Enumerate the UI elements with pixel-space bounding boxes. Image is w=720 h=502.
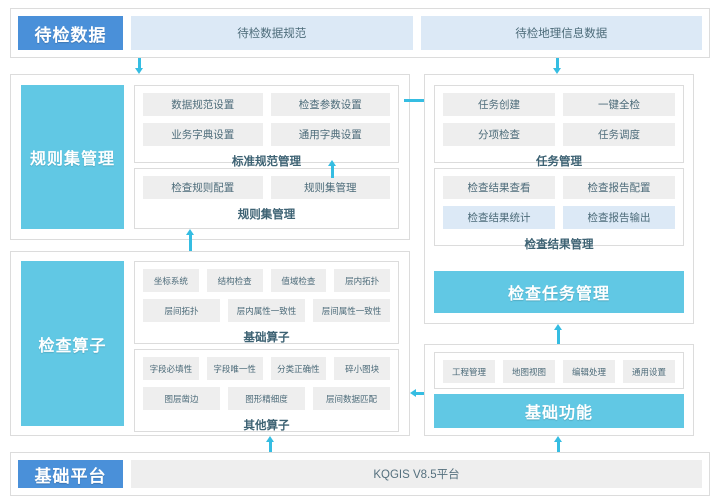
tile-ruleset-management[interactable]: 规则集管理 [270,176,390,199]
rules-category-block: 规则集管理 [21,85,124,229]
group-title-standard-spec: 标准规范管理 [232,156,301,168]
group-title-other-operators: 其他算子 [243,420,290,432]
tasks-group-task-management: 任务创建 一键全检 分项检查 任务调度 任务管理 [434,85,684,168]
group-title-ruleset: 规则集管理 [237,209,296,221]
tile-coordinate-system[interactable]: 坐标系统 [143,269,199,292]
operators-category-block: 检查算子 [21,261,124,426]
bottom-bar: 基础平台 KQGIS V8.5平台 [10,452,710,496]
group-title-task-management: 任务管理 [536,156,582,168]
bottom-bar-cell-platform[interactable]: KQGIS V8.5平台 [131,460,702,488]
tile-itemized-check[interactable]: 分项检查 [443,123,555,146]
tile-row: 业务字典设置 通用字典设置 [143,123,390,146]
tile-row: 图层凿边 图形精细度 层间数据匹配 [143,387,390,410]
tile-row: 字段必填性 字段唯一性 分类正确性 碎小图块 [143,357,390,380]
arrow-up-platform-to-operators [266,436,275,452]
tile-business-dict-setting[interactable]: 业务字典设置 [143,123,263,146]
tile-layer-edge[interactable]: 图层凿边 [143,387,220,410]
tile-check-result-statistics[interactable]: 检查结果统计 [443,206,555,229]
operators-group-other: 字段必填性 字段唯一性 分类正确性 碎小图块 图层凿边 图形精细度 层间数据匹配… [134,349,399,432]
tasks-category-block: 检查任务管理 [434,271,684,313]
basic-category-block: 基础功能 [434,394,684,428]
tile-common-settings[interactable]: 通用设置 [623,360,675,383]
tile-row: 坐标系统 结构检查 值域检查 层内拓扑 [143,269,390,292]
top-bar-cell-geo-data[interactable]: 待检地理信息数据 [420,16,702,50]
tile-check-rule-config[interactable]: 检查规则配置 [143,176,263,199]
bottom-bar-badge: 基础平台 [18,460,123,488]
tile-shape-fineness[interactable]: 图形精细度 [228,387,305,410]
tile-check-param-setting[interactable]: 检查参数设置 [270,93,390,116]
tile-value-domain-check[interactable]: 值域检查 [270,269,327,292]
tile-small-fragment-patch[interactable]: 碎小图块 [334,357,390,380]
top-bar-cell-data-spec[interactable]: 待检数据规范 [131,16,413,50]
tile-structure-check[interactable]: 结构检查 [206,269,263,292]
tile-check-report-config[interactable]: 检查报告配置 [563,176,675,199]
arrow-up-platform-to-basic [554,436,563,452]
tile-field-required[interactable]: 字段必填性 [143,357,199,380]
arrow-up-basic-to-tasks [554,324,563,344]
rules-group-standard: 数据规范设置 检查参数设置 业务字典设置 通用字典设置 标准规范管理 [134,85,399,168]
rules-group-ruleset: 检查规则配置 规则集管理 规则集管理 [134,168,399,229]
tile-inter-layer-attr-consistency[interactable]: 层间属性一致性 [313,299,390,322]
tile-check-result-view[interactable]: 检查结果查看 [443,176,555,199]
tile-intra-layer-topology[interactable]: 层内拓扑 [334,269,390,292]
tile-inter-layer-data-match[interactable]: 层间数据匹配 [313,387,390,410]
tile-edit-processing[interactable]: 编辑处理 [563,360,615,383]
tile-project-management[interactable]: 工程管理 [443,360,495,383]
tile-check-report-output[interactable]: 检查报告输出 [563,206,675,229]
tile-row: 层间拓扑 层内属性一致性 层间属性一致性 [143,299,390,322]
tile-field-unique[interactable]: 字段唯一性 [206,357,263,380]
tile-row: 分项检查 任务调度 [443,123,675,146]
tile-task-scheduling[interactable]: 任务调度 [563,123,675,146]
group-title-result-management: 检查结果管理 [524,239,594,251]
operators-group-basic: 坐标系统 结构检查 值域检查 层内拓扑 层间拓扑 层内属性一致性 层间属性一致性… [134,261,399,344]
tile-intra-layer-attr-consistency[interactable]: 层内属性一致性 [228,299,305,322]
tile-task-create[interactable]: 任务创建 [443,93,555,116]
tile-data-spec-setting[interactable]: 数据规范设置 [143,93,263,116]
tile-row: 任务创建 一键全检 [443,93,675,116]
arrow-down-to-tasks [553,58,562,74]
basic-group-functions: 工程管理 地图视图 编辑处理 通用设置 [434,352,684,389]
arrow-down-to-rules [135,58,144,74]
tile-row: 数据规范设置 检查参数设置 [143,93,390,116]
tile-row: 检查规则配置 规则集管理 [143,176,390,199]
tasks-group-result-management: 检查结果查看 检查报告配置 检查结果统计 检查报告输出 检查结果管理 [434,168,684,251]
tile-inter-layer-topology[interactable]: 层间拓扑 [143,299,220,322]
tile-map-view[interactable]: 地图视图 [503,360,555,383]
tile-classification-correct[interactable]: 分类正确性 [270,357,327,380]
tile-row: 工程管理 地图视图 编辑处理 通用设置 [443,360,675,383]
top-bar: 待检数据 待检数据规范 待检地理信息数据 [10,8,710,58]
tile-one-click-full-check[interactable]: 一键全检 [563,93,675,116]
tile-row: 检查结果统计 检查报告输出 [443,206,675,229]
tile-common-dict-setting[interactable]: 通用字典设置 [270,123,390,146]
group-title-basic-operators: 基础算子 [243,332,290,344]
tile-row: 检查结果查看 检查报告配置 [443,176,675,199]
top-bar-badge: 待检数据 [18,16,123,50]
